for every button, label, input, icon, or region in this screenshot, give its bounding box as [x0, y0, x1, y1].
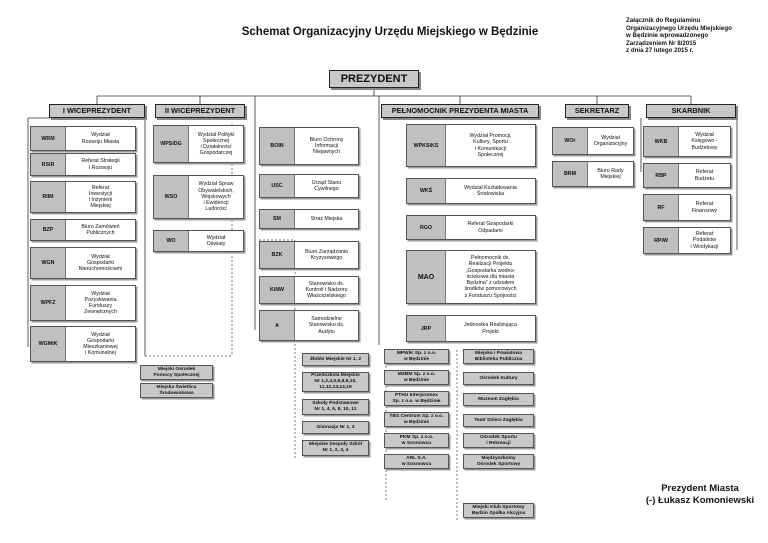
- treasurer-head: SKARBNIK: [646, 104, 736, 118]
- unit-przedszkola: Przedszkola Miejskie Nr 1,2,4,5,6,8,9,10…: [302, 372, 369, 392]
- company-tbs: TBS Centrum Sp. z o.o. w Będzinie: [384, 412, 449, 427]
- unit-mks: Miejski Klub Sportowy Będzin Spółka Akcy…: [463, 503, 534, 518]
- unit-mos: Międzyszkolny Ośrodek Sportowy: [463, 454, 534, 469]
- company-arl: ARL S.A. w Sosnowcu: [384, 454, 449, 469]
- vp2-head: II WICEPREZYDENT: [155, 104, 245, 118]
- secretary-head: SEKRETARZ: [565, 104, 629, 118]
- company-mzbm: MZBM Sp. z o.o. w Będzinie: [384, 370, 449, 385]
- unit-muzeum: Muzeum Zagłębia: [463, 393, 534, 406]
- unit-zlobki: Żłobki Miejskie Nr 1, 2: [302, 353, 369, 366]
- annex-note: Załącznik do Regulaminu Organizacyjnego …: [626, 17, 732, 54]
- company-pthu: PTHU Interpromex Sp. z o.o. w Będzinie: [384, 391, 449, 406]
- company-mpwik: MPWiK Sp. z o.o. w Będzinie: [384, 349, 449, 364]
- page-title: Schemat Organizacyjny Urzędu Miejskiego …: [241, 26, 539, 38]
- company-pkm: PKM Sp. z o.o. w Sosnowcu: [384, 433, 449, 448]
- unit-mzs: Miejskie Zespoły Szkół Nr 1, 2, 3, 4: [302, 440, 369, 456]
- vp1-head: I WICEPREZYDENT: [49, 104, 145, 118]
- unit-mops: Miejski Ośrodek Pomocy Społecznej: [140, 365, 213, 380]
- president-box: PREZYDENT: [329, 70, 419, 88]
- unit-teatr: Teatr Dzieci Zagłębia: [463, 414, 534, 427]
- unit-osrodek-kultury: Ośrodek Kultury: [463, 372, 534, 385]
- plenipotentiary-head: PEŁNOMOCNIK PREZYDENTA MIASTA: [381, 104, 539, 118]
- signature: Prezydent Miasta (-) Łukasz Komoniewski: [645, 483, 755, 506]
- unit-gimnazja: Gimnazja Nr 1, 3: [302, 421, 369, 434]
- unit-mss: Miejska Świetlica Środowiskowa: [140, 383, 213, 398]
- unit-osir: Ośrodek Sportu i Rekreacji: [463, 433, 534, 448]
- unit-szkoly: Szkoły Podstawowe Nr 1, 4, 6, 8, 10, 11: [302, 399, 369, 415]
- unit-biblioteka: Miejska i Powiatowa Biblioteka Publiczna: [463, 349, 534, 364]
